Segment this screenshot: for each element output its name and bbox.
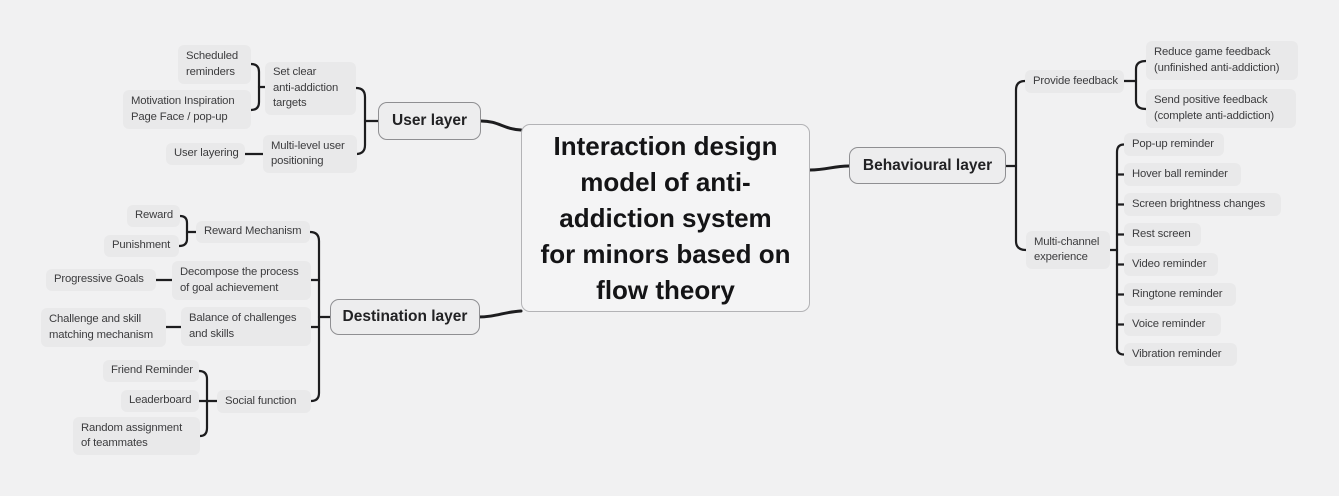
node-provide-feedback[interactable]: Provide feedback (1025, 70, 1124, 93)
leaderboard-label: Leaderboard (129, 394, 192, 407)
user-layer-connectors (243, 62, 380, 156)
central-topic-label: Interaction design model of anti- addict… (540, 131, 791, 305)
screen-brightness-changes-label: Screen brightness changes (1132, 197, 1266, 210)
node-reward-mechanism[interactable]: Reward Mechanism (196, 221, 310, 243)
node-user-layering[interactable]: User layering (166, 143, 245, 165)
node-challenge-skill-matching[interactable]: Challenge and skill matching mechanism (41, 308, 166, 347)
destination-layer-connectors (154, 214, 332, 438)
node-hover-ball-reminder[interactable]: Hover ball reminder (1124, 163, 1241, 186)
node-user-layer[interactable]: User layer (378, 102, 481, 140)
node-reduce-game-feedback[interactable]: Reduce game feedback (unfinished anti-ad… (1146, 41, 1298, 80)
node-punishment[interactable]: Punishment (104, 235, 179, 257)
social-function-label: Social function (225, 394, 297, 407)
voice-reminder-label: Voice reminder (1132, 317, 1206, 330)
provide-feedback-label: Provide feedback (1033, 74, 1118, 87)
node-progressive-goals[interactable]: Progressive Goals (46, 269, 156, 291)
balance-challenges-skills-label: Balance of challenges and skills (189, 312, 297, 340)
node-multi-channel-experience[interactable]: Multi-channel experience (1026, 231, 1110, 269)
rest-screen-label: Rest screen (1132, 227, 1191, 240)
node-rest-screen[interactable]: Rest screen (1124, 223, 1201, 246)
set-clear-targets-label: Set clear anti-addiction targets (273, 66, 339, 110)
node-balance-challenges-skills[interactable]: Balance of challenges and skills (181, 307, 311, 346)
node-random-teammates[interactable]: Random assignment of teammates (73, 417, 200, 455)
destination-layer-label: Destination layer (342, 308, 468, 325)
node-set-clear-targets[interactable]: Set clear anti-addiction targets (265, 62, 356, 115)
node-social-function[interactable]: Social function (217, 390, 311, 413)
user-layering-label: User layering (174, 147, 239, 160)
node-motivation-inspiration[interactable]: Motivation Inspiration Page Face / pop-u… (123, 90, 251, 129)
reward-mechanism-label: Reward Mechanism (204, 225, 302, 238)
decompose-goal-label: Decompose the process of goal achievemen… (180, 266, 299, 294)
vibration-reminder-label: Vibration reminder (1132, 347, 1222, 360)
random-teammates-label: Random assignment of teammates (81, 421, 183, 450)
send-positive-feedback-label: Send positive feedback (complete anti-ad… (1154, 94, 1274, 122)
node-scheduled-reminders[interactable]: Scheduled reminders (178, 45, 251, 84)
node-voice-reminder[interactable]: Voice reminder (1124, 313, 1221, 336)
node-ringtone-reminder[interactable]: Ringtone reminder (1124, 283, 1236, 306)
behavioural-layer-connectors (1004, 59, 1148, 356)
node-vibration-reminder[interactable]: Vibration reminder (1124, 343, 1237, 366)
node-behavioural-layer[interactable]: Behavioural layer (849, 147, 1006, 184)
multi-channel-experience-label: Multi-channel experience (1034, 235, 1100, 264)
reduce-game-feedback-label: Reduce game feedback (unfinished anti-ad… (1154, 46, 1280, 74)
node-central-topic[interactable]: Interaction design model of anti- addict… (521, 124, 810, 312)
node-reward[interactable]: Reward (127, 205, 180, 227)
scheduled-reminders-label: Scheduled reminders (186, 50, 239, 78)
node-destination-layer[interactable]: Destination layer (330, 299, 480, 335)
node-screen-brightness-changes[interactable]: Screen brightness changes (1124, 193, 1281, 216)
node-friend-reminder[interactable]: Friend Reminder (103, 360, 199, 382)
motivation-inspiration-label: Motivation Inspiration Page Face / pop-u… (131, 95, 235, 123)
punishment-label: Punishment (112, 239, 171, 252)
behavioural-layer-label: Behavioural layer (862, 156, 993, 174)
node-decompose-goal[interactable]: Decompose the process of goal achievemen… (172, 261, 311, 300)
main-branch-connectors (475, 119, 851, 319)
video-reminder-label: Video reminder (1132, 257, 1207, 270)
node-leaderboard[interactable]: Leaderboard (121, 390, 199, 412)
node-popup-reminder[interactable]: Pop-up reminder (1124, 133, 1224, 156)
challenge-skill-matching-label: Challenge and skill matching mechanism (49, 313, 154, 341)
progressive-goals-label: Progressive Goals (54, 273, 144, 286)
node-multi-level-positioning[interactable]: Multi-level user positioning (263, 135, 357, 173)
user-layer-label: User layer (392, 112, 467, 129)
friend-reminder-label: Friend Reminder (111, 364, 193, 377)
ringtone-reminder-label: Ringtone reminder (1132, 287, 1223, 300)
reward-label: Reward (135, 209, 174, 222)
hover-ball-reminder-label: Hover ball reminder (1132, 167, 1228, 180)
popup-reminder-label: Pop-up reminder (1132, 137, 1214, 150)
multi-level-positioning-label: Multi-level user positioning (271, 139, 345, 168)
node-video-reminder[interactable]: Video reminder (1124, 253, 1218, 276)
node-send-positive-feedback[interactable]: Send positive feedback (complete anti-ad… (1146, 89, 1296, 128)
